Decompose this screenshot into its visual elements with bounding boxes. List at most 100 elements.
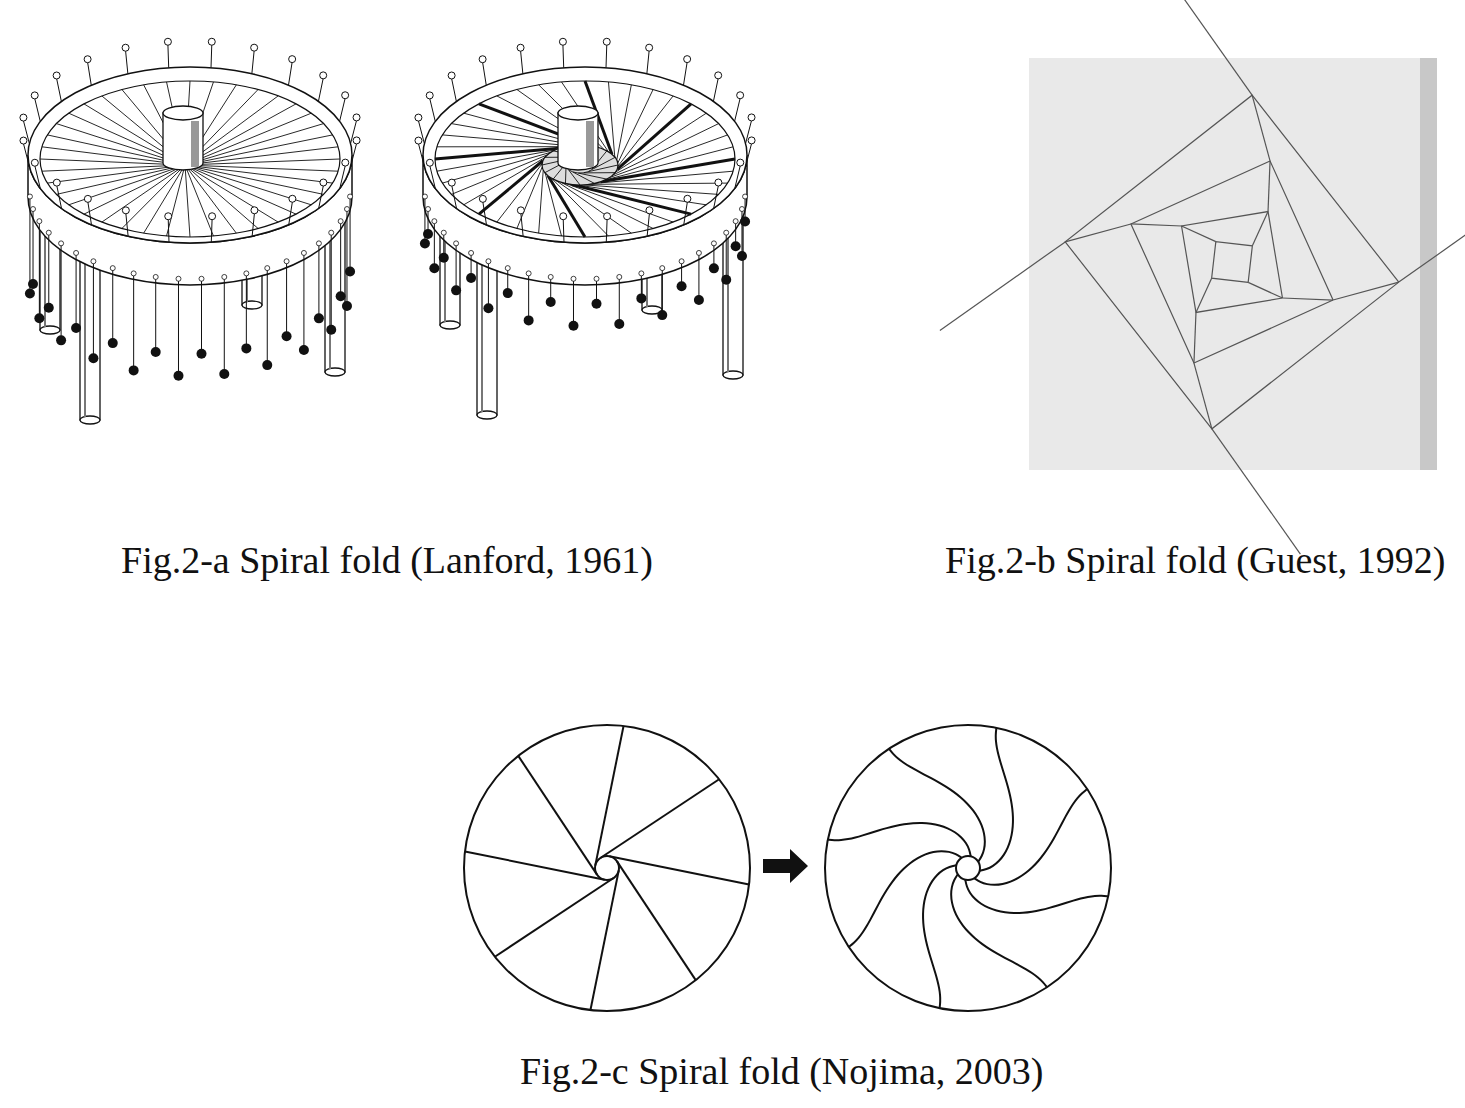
string-eye <box>301 250 306 255</box>
pin-head <box>646 207 653 214</box>
pin-head <box>84 195 91 202</box>
string-eye <box>265 266 270 271</box>
hanging-string <box>178 279 179 376</box>
fold-line <box>618 96 673 166</box>
central-post <box>163 113 203 170</box>
pin <box>714 186 719 209</box>
weight <box>451 285 461 295</box>
hanging-string <box>726 233 727 280</box>
fold-line <box>185 165 236 233</box>
pin-head <box>164 38 171 45</box>
fold-line <box>102 165 185 222</box>
crease-spoke <box>1182 226 1216 242</box>
pin-head <box>715 72 722 79</box>
string-eye <box>31 207 36 212</box>
hanging-string <box>267 268 268 365</box>
pin-head <box>560 213 567 220</box>
pin <box>430 98 436 121</box>
weight <box>342 301 352 311</box>
curved-fold-line <box>980 728 1013 871</box>
pin <box>746 143 752 166</box>
pin <box>57 78 62 101</box>
fold-line <box>539 170 544 233</box>
transition-arrow <box>763 849 808 883</box>
pin-head <box>20 137 27 144</box>
pin-head <box>342 159 349 166</box>
pin <box>318 78 323 101</box>
string-eye <box>711 241 716 246</box>
fold-line <box>435 148 559 159</box>
pin <box>452 78 457 101</box>
twist-crease <box>569 170 595 184</box>
hanging-string <box>303 253 304 350</box>
figure-caption: Fig.2-b Spiral fold (Guest, 1992) <box>945 540 1445 582</box>
string-eye <box>679 259 684 264</box>
pin-head <box>646 44 653 51</box>
figure-caption: Fig.2-a Spiral fold (Lanford, 1961) <box>121 540 653 582</box>
weight <box>56 335 66 345</box>
drum-leg <box>723 215 743 375</box>
pin <box>340 98 346 121</box>
crease-outer <box>1164 0 1253 95</box>
hanging-string <box>528 273 529 320</box>
hanging-string <box>318 243 319 318</box>
weight <box>466 273 476 283</box>
string-eye <box>571 276 576 281</box>
pin <box>340 166 346 189</box>
string-eye <box>660 266 665 271</box>
crease-spoke <box>1196 278 1212 312</box>
weight <box>636 293 646 303</box>
photo-ground <box>1029 58 1437 470</box>
hanging-string <box>201 279 202 354</box>
pin-head <box>289 195 296 202</box>
fold-line <box>517 167 542 229</box>
pin-head <box>684 56 691 63</box>
disc-hub <box>595 856 619 880</box>
hanging-string <box>155 277 156 352</box>
pin <box>684 62 688 85</box>
crease-spoke <box>1333 282 1399 300</box>
pin-head <box>122 207 129 214</box>
fold-line <box>600 779 719 858</box>
hanging-string <box>741 209 742 256</box>
pin-head <box>415 114 422 121</box>
pin-head <box>517 207 524 214</box>
hanging-string <box>29 197 30 294</box>
weight <box>262 360 272 370</box>
pin <box>319 186 324 209</box>
string-eye <box>548 274 553 279</box>
hanging-string <box>286 261 287 336</box>
fold-line <box>185 165 190 237</box>
weight <box>219 369 229 379</box>
pin <box>684 202 688 225</box>
weight <box>282 331 292 341</box>
folded-sheet-photo <box>940 0 1465 554</box>
hanging-string <box>224 277 225 374</box>
pin-head <box>448 179 455 186</box>
weight <box>151 347 161 357</box>
string-eye <box>486 259 491 264</box>
pin <box>521 213 523 236</box>
crease-spoke <box>1268 161 1270 212</box>
pin-head <box>517 44 524 51</box>
string-eye <box>244 271 249 276</box>
pin <box>88 62 92 85</box>
weight <box>129 365 139 375</box>
pin <box>647 51 649 74</box>
string-eye <box>441 230 446 235</box>
crease-outer <box>1399 194 1465 283</box>
string-eye <box>59 241 64 246</box>
hanging-string <box>488 261 489 308</box>
pin <box>126 213 128 236</box>
weight <box>694 295 704 305</box>
pin <box>168 219 170 242</box>
pin-head <box>415 137 422 144</box>
drum-leg-foot <box>325 368 345 376</box>
pin-head <box>448 72 455 79</box>
weight <box>429 263 439 273</box>
twist-crease <box>578 172 615 173</box>
string-eye <box>454 241 459 246</box>
pin <box>57 186 62 209</box>
pin-head <box>715 179 722 186</box>
hanging-string <box>331 233 332 330</box>
